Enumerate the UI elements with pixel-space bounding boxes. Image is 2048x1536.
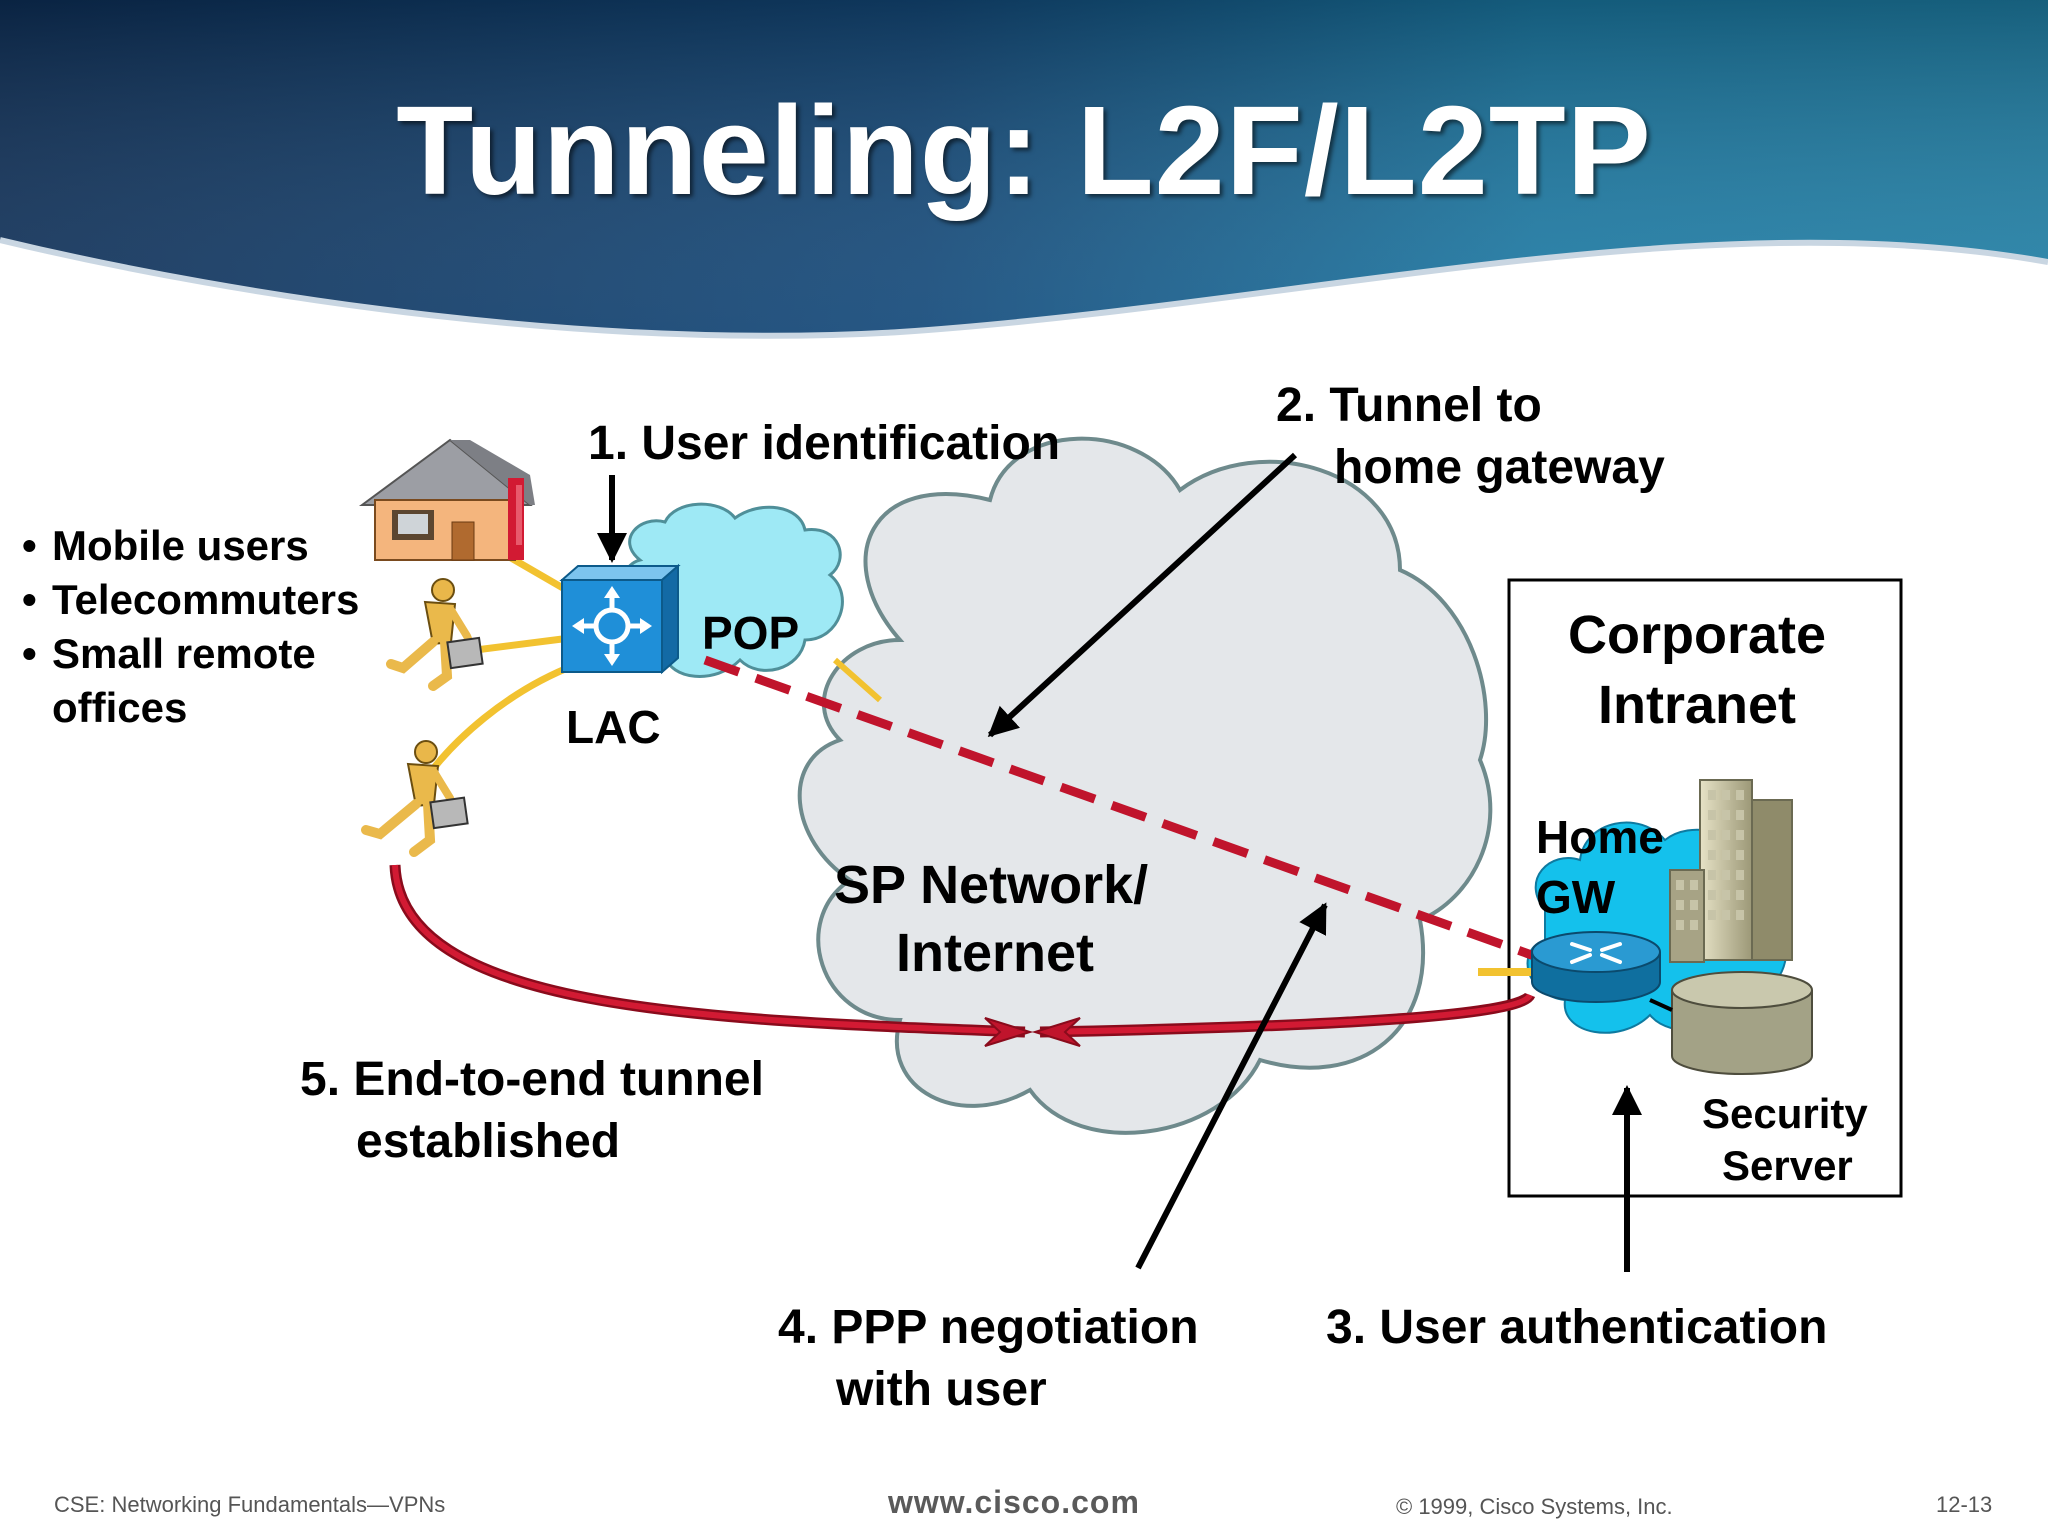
- sp-network-label: SP Network/: [834, 855, 1149, 915]
- footer-url[interactable]: www.cisco.com: [888, 1484, 1140, 1520]
- arrow-tunnel-to-gateway: [987, 452, 1298, 738]
- step-4-label-line1: 4. PPP negotiation: [778, 1301, 1199, 1354]
- step-5-label-line2: established: [356, 1115, 621, 1168]
- bullet: •: [22, 522, 37, 569]
- link-pop-sp: [833, 657, 882, 703]
- corporate-label: Corporate: [1568, 605, 1827, 665]
- security-server-label-line1: Security: [1702, 1090, 1868, 1137]
- pop-label: POP: [702, 607, 800, 659]
- home-gw-label-line1: Home: [1536, 811, 1664, 863]
- step-5-label-line1: 5. End-to-end tunnel: [300, 1053, 764, 1106]
- slide-title: Tunneling: L2F/L2TP: [396, 80, 1652, 221]
- l2f-tunnel-dashed: [703, 655, 1542, 963]
- user-type-telecommuters: Telecommuters: [52, 576, 360, 623]
- tunnel-arrowhead-left: [984, 1017, 1034, 1047]
- step-2-label-line2: home gateway: [1334, 441, 1665, 494]
- arrow-ppp-negotiation: [1135, 902, 1328, 1270]
- intranet-label: Intranet: [1598, 675, 1797, 735]
- security-server-icon: [1649, 971, 1813, 1075]
- user-type-mobile: Mobile users: [52, 522, 309, 569]
- step-4-label-line2: with user: [836, 1363, 1047, 1416]
- footer-page-number: 12-13: [1936, 1492, 1993, 1517]
- footer-course: CSE: Networking Fundamentals—VPNs: [54, 1492, 446, 1517]
- mobile-user-icon: [361, 740, 469, 857]
- bullet: •: [22, 576, 37, 623]
- lac-label: LAC: [566, 701, 661, 753]
- bullet: •: [22, 630, 37, 677]
- mobile-user-icon: [386, 578, 484, 691]
- home-gw-label-line2: GW: [1536, 871, 1616, 923]
- security-server-label-line2: Server: [1722, 1142, 1853, 1189]
- header-banner: [0, 0, 2048, 339]
- step-2-label-line1: 2. Tunnel to: [1276, 379, 1542, 432]
- sp-network-cloud: [797, 436, 1493, 1135]
- step-1-label: 1. User identification: [588, 417, 1061, 470]
- user-type-small-remote: Small remote: [52, 630, 316, 677]
- house-icon: [358, 438, 535, 561]
- tunnel-arrowhead-right: [1031, 1017, 1081, 1047]
- lac-switch-icon: [559, 563, 681, 675]
- footer-copyright: © 1999, Cisco Systems, Inc.: [1396, 1494, 1673, 1519]
- internet-label: Internet: [896, 923, 1095, 983]
- building-icon: [1669, 779, 1793, 963]
- user-type-offices: offices: [52, 684, 188, 731]
- router-icon: [1531, 931, 1661, 1003]
- step-3-label: 3. User authentication: [1326, 1301, 1828, 1354]
